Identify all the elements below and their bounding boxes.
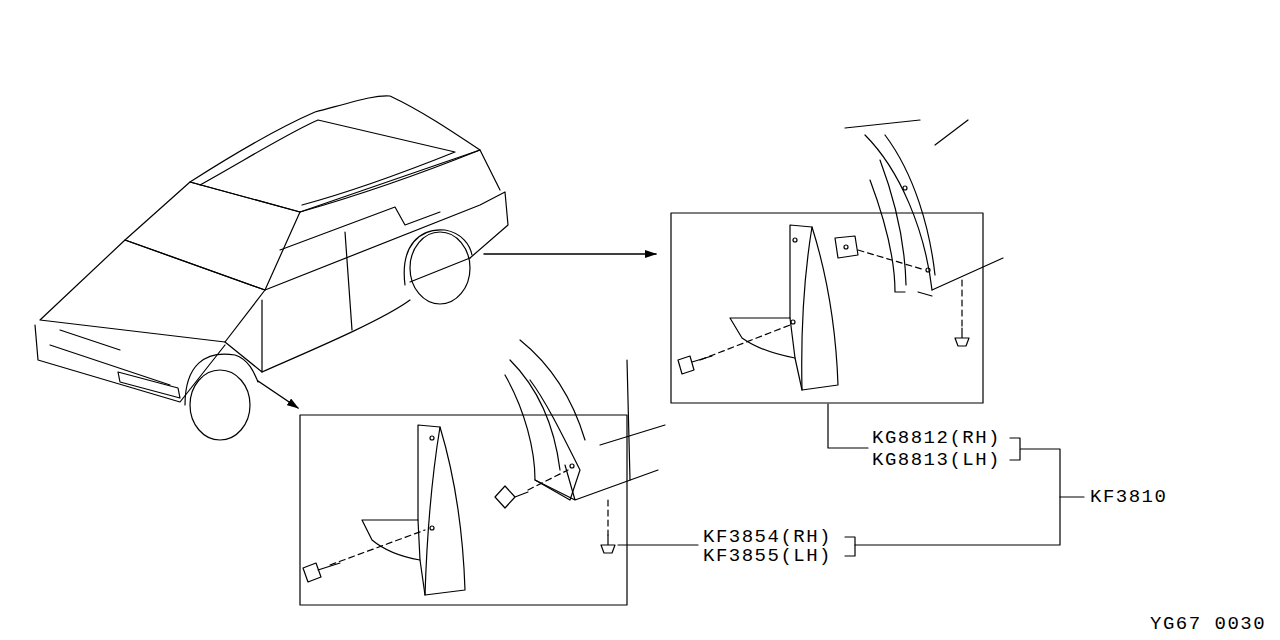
- part-number: KF3810: [1090, 487, 1167, 507]
- rear-mud-guard: [678, 120, 1003, 390]
- part-number: KG8812(RH): [872, 428, 1001, 448]
- part-number: KG8813(LH): [872, 450, 1001, 470]
- figure-code: YG67 0030: [1150, 614, 1266, 634]
- part-number: KF3854(RH): [703, 527, 832, 547]
- detail-box: [671, 213, 983, 403]
- detail-box: [300, 415, 627, 605]
- leader-lines: [618, 404, 1084, 556]
- front-mud-guard: [303, 340, 665, 595]
- car-illustration: [35, 96, 508, 440]
- part-number: KF3855(LH): [703, 546, 832, 566]
